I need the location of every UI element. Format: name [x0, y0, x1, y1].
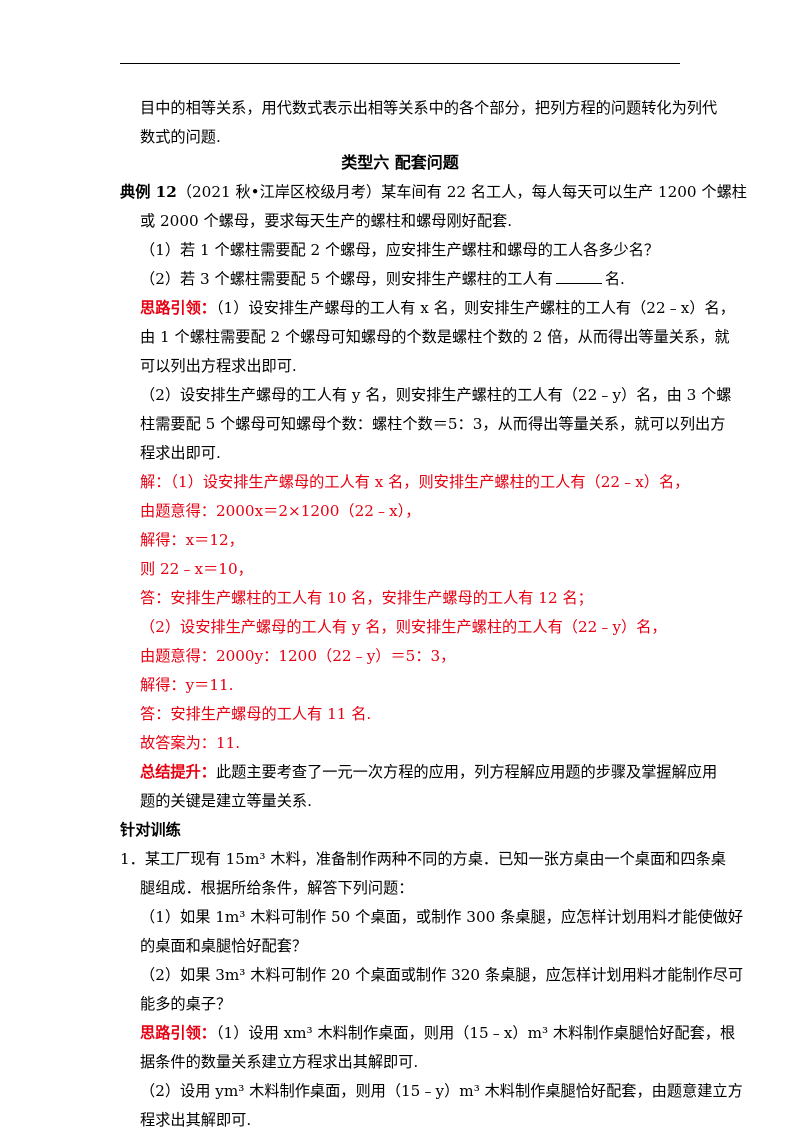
training-hint-1-line-2: 据条件的数量关系建立方程求出其解即可. — [140, 1053, 419, 1071]
solution-line-9: 答：安排生产螺母的工人有 11 名. — [140, 705, 372, 723]
summary-label: 总结提升： — [140, 763, 216, 781]
hint-2-line-2: 柱需要配 5 个螺母可知螺母个数：螺柱个数＝5：3，从而得出等量关系，就可以列出… — [140, 415, 726, 433]
question-1: （1）若 1 个螺柱需要配 2 个螺母，应安排生产螺柱和螺母的工人各多少名？ — [140, 241, 660, 259]
example-label: 典例 12 — [120, 183, 177, 201]
solution-line-7: 由题意得：2000y：1200（22﹣y）＝5：3， — [140, 647, 456, 665]
hint-1-line-1: 思路引领：（1）设安排生产螺母的工人有 x 名，则安排生产螺柱的工人有（22﹣x… — [140, 298, 735, 318]
problem-1-line-2: 腿组成．根据所给条件，解答下列问题： — [140, 879, 414, 897]
solution-line-1: 解：（1）设安排生产螺母的工人有 x 名，则安排生产螺柱的工人有（22﹣x）名， — [140, 473, 690, 491]
example-line-1: 典例 12（2021 秋•江岸区校级月考）某车间有 22 名工人，每人每天可以生… — [120, 182, 747, 202]
header-rule — [120, 63, 680, 64]
training-hint-2-line-2: 程求出其解即可. — [140, 1111, 252, 1129]
summary-line-1: 总结提升：此题主要考查了一元一次方程的应用，列方程解应用题的步骤及掌握解应用 — [140, 762, 717, 782]
training-hint-1-text: （1）设用 xm³ 木料制作桌面，则用（15﹣x）m³ 木料制作桌腿恰好配套，根 — [215, 1024, 736, 1042]
solution-line-5: 答：安排生产螺柱的工人有 10 名，安排生产螺母的工人有 12 名； — [140, 589, 593, 607]
example-line-2: 或 2000 个螺母，要求每天生产的螺柱和螺母刚好配套. — [140, 212, 513, 230]
solution-line-4: 则 22﹣x＝10， — [140, 560, 253, 578]
hint-label: 思路引领： — [140, 299, 216, 317]
problem-1-q1-line-2: 的桌面和桌腿恰好配套？ — [140, 937, 308, 955]
hint-1-text: （1）设安排生产螺母的工人有 x 名，则安排生产螺柱的工人有（22﹣x）名， — [215, 299, 735, 317]
question-2: （2）若 3 个螺柱需要配 5 个螺母，则安排生产螺柱的工人有 名. — [140, 269, 625, 289]
training-title: 针对训练 — [120, 821, 181, 839]
hint-2-line-1: （2）设安排生产螺母的工人有 y 名，则安排生产螺柱的工人有（22﹣y）名，由 … — [140, 386, 732, 404]
solution-line-8: 解得：y＝11. — [140, 676, 234, 694]
training-hint-label: 思路引领： — [140, 1024, 216, 1042]
question-2-end: 名. — [604, 270, 625, 288]
solution-line-10: 故答案为：11. — [140, 734, 241, 752]
hint-1-line-2: 由 1 个螺柱需要配 2 个螺母可知螺母的个数是螺柱个数的 2 倍，从而得出等量… — [140, 328, 730, 346]
solution-line-6: （2）设安排生产螺母的工人有 y 名，则安排生产螺柱的工人有（22﹣y）名， — [140, 618, 667, 636]
section-title: 类型六 配套问题 — [341, 153, 459, 172]
question-2-text: （2）若 3 个螺柱需要配 5 个螺母，则安排生产螺柱的工人有 — [140, 270, 553, 288]
training-hint-1-line-1: 思路引领：（1）设用 xm³ 木料制作桌面，则用（15﹣x）m³ 木料制作桌腿恰… — [140, 1023, 735, 1043]
example-text-1: （2021 秋•江岸区校级月考）某车间有 22 名工人，每人每天可以生产 120… — [176, 183, 747, 201]
answer-blank — [555, 269, 602, 284]
problem-1-q2-line-2: 能多的桌子？ — [140, 995, 232, 1013]
solution-line-2: 由题意得：2000x＝2×1200（22﹣x）， — [140, 502, 421, 520]
training-hint-2-line-1: （2）设用 ym³ 木料制作桌面，则用（15﹣y）m³ 木料制作桌腿恰好配套，由… — [140, 1082, 743, 1100]
intro-line-2: 数式的问题. — [140, 128, 221, 146]
hint-1-line-3: 可以列出方程求出即可. — [140, 357, 297, 375]
problem-1-line-1: 1．某工厂现有 15m³ 木料，准备制作两种不同的方桌．已知一张方桌由一个桌面和… — [120, 850, 726, 868]
problem-1-q1-line-1: （1）如果 1m³ 木料可制作 50 个桌面，或制作 300 条桌腿，应怎样计划… — [140, 908, 744, 926]
summary-text: 此题主要考查了一元一次方程的应用，列方程解应用题的步骤及掌握解应用 — [215, 763, 718, 781]
hint-2-line-3: 程求出即可. — [140, 444, 221, 462]
summary-line-2: 题的关键是建立等量关系. — [140, 792, 312, 810]
intro-line-1: 目中的相等关系，用代数式表示出相等关系中的各个部分，把列方程的问题转化为列代 — [140, 99, 718, 117]
solution-line-3: 解得：x＝12， — [140, 531, 244, 549]
problem-1-q2-line-1: （2）如果 3m³ 木料可制作 20 个桌面或制作 320 条桌腿，应怎样计划用… — [140, 966, 744, 984]
